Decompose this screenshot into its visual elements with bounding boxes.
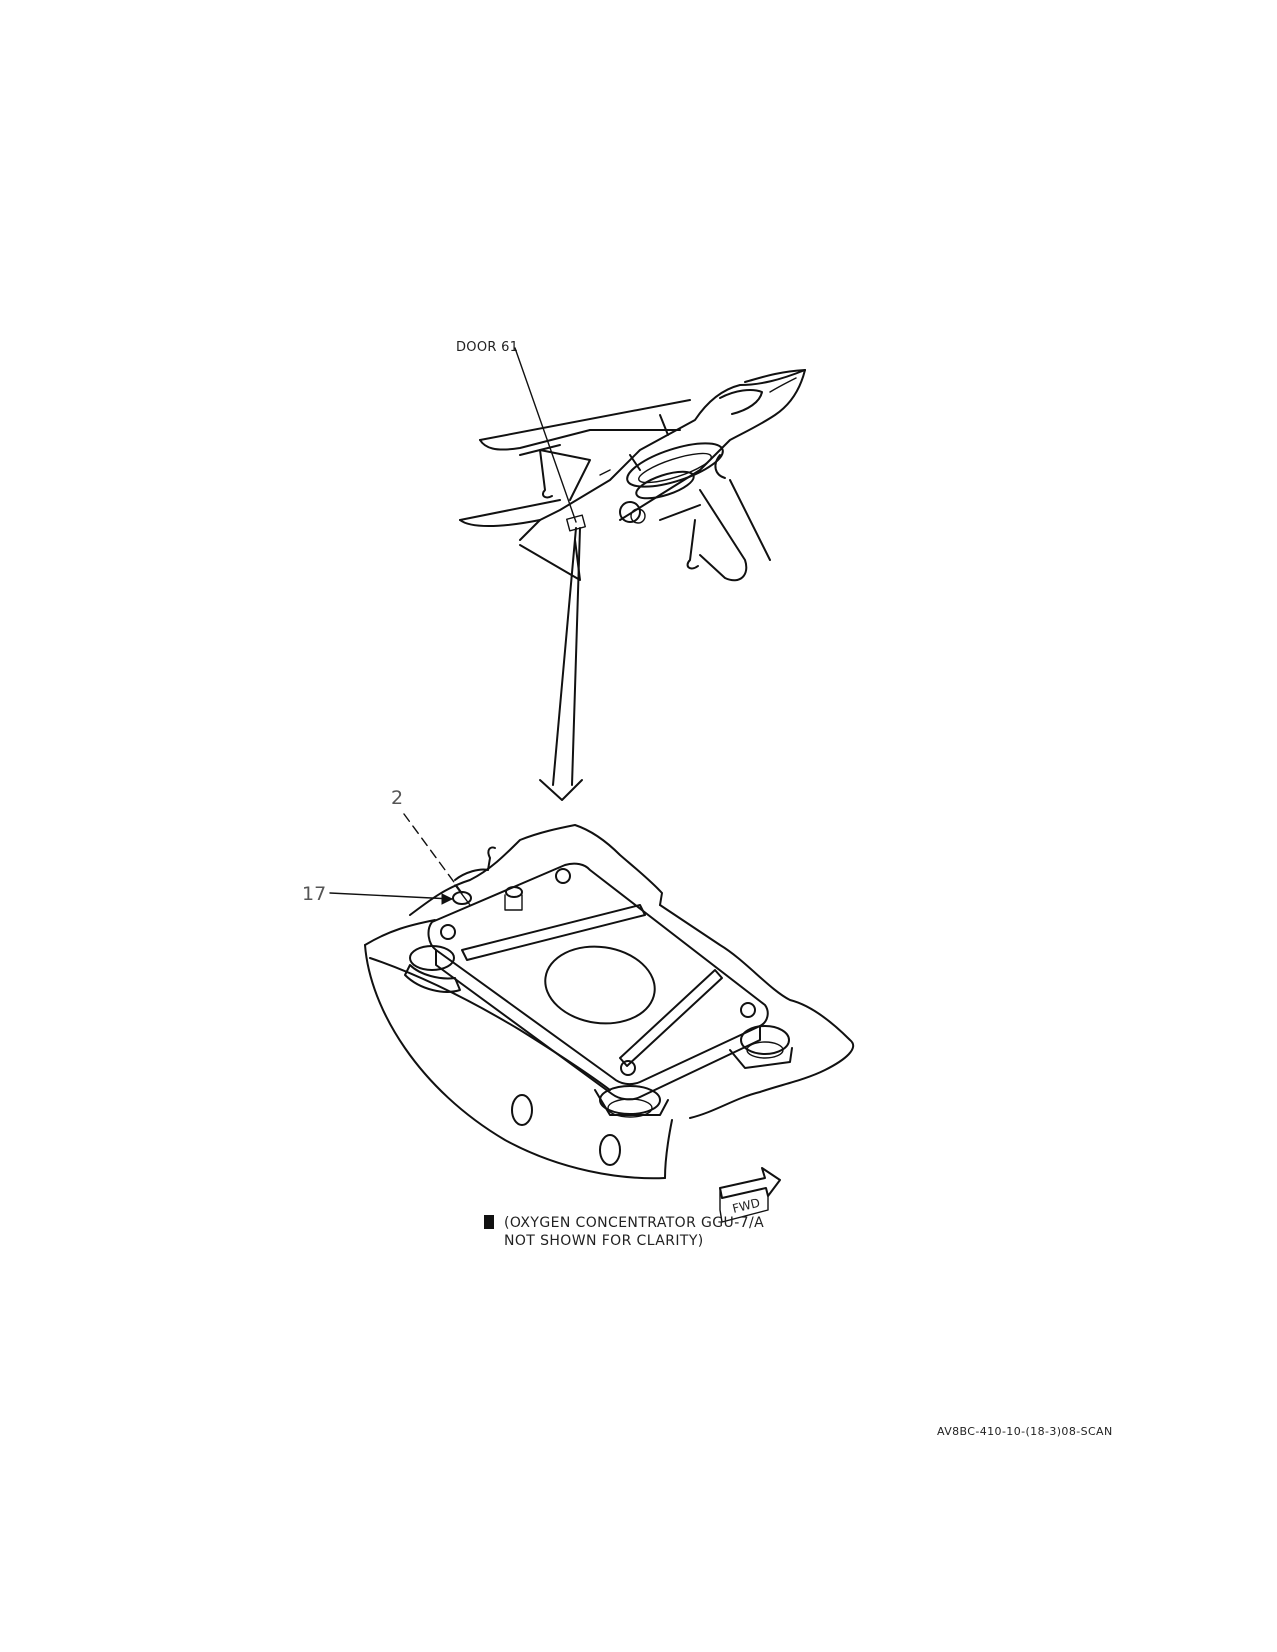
detail-arrow	[539, 527, 583, 801]
note-line-1: (OXYGEN CONCENTRATOR GGU-7/A	[504, 1215, 764, 1231]
note-marker	[484, 1215, 494, 1229]
fwd-arrow: FWD	[719, 1167, 781, 1223]
door-61-callout: DOOR 61	[456, 340, 577, 523]
callout-17-label: 17	[302, 883, 326, 905]
figure-code: AV8BC-410-10-(18-3)08-SCAN	[937, 1425, 1113, 1438]
detail-drawing	[364, 824, 855, 1180]
callout-17: 17	[302, 883, 454, 905]
callout-2: 2	[391, 787, 463, 894]
clarity-note: (OXYGEN CONCENTRATOR GGU-7/A NOT SHOWN F…	[484, 1215, 764, 1249]
aircraft-drawing	[459, 369, 806, 582]
note-line-2: NOT SHOWN FOR CLARITY)	[504, 1233, 704, 1249]
door-61-label: DOOR 61	[456, 340, 518, 355]
callout-2-label: 2	[391, 787, 403, 809]
fwd-label: FWD	[731, 1196, 762, 1216]
